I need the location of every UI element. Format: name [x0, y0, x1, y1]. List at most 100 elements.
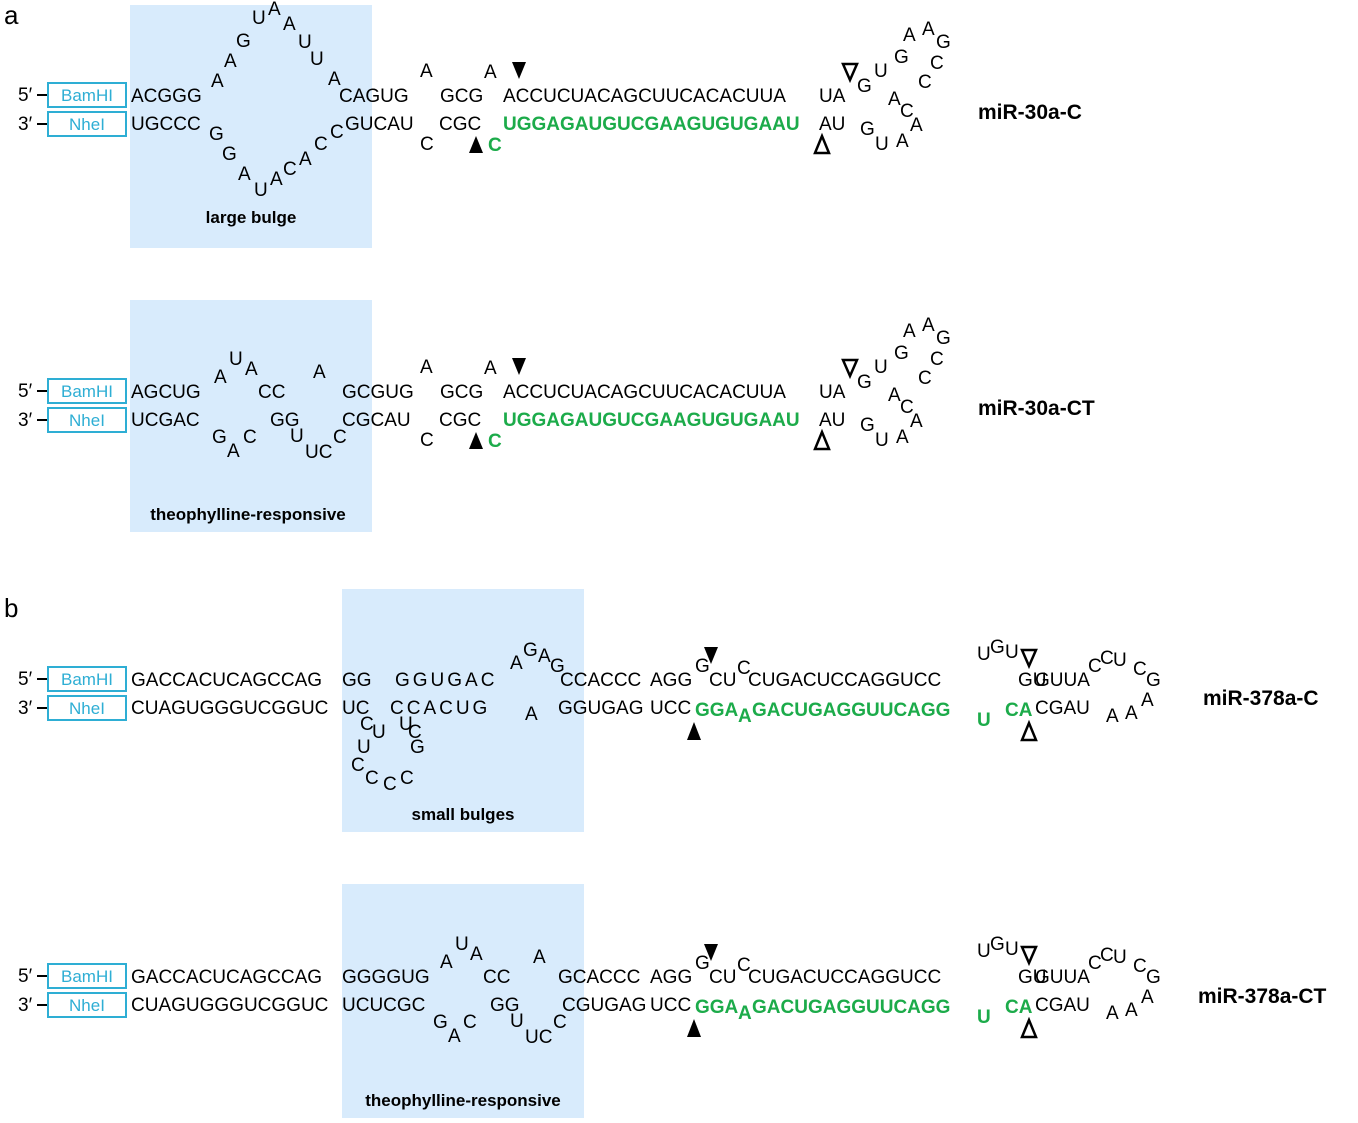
- pass-nt-2: GACUGAGGUUCAGG: [752, 997, 950, 1018]
- bottom-left-seq: UGCCC: [131, 114, 201, 135]
- guide-nt-5: G: [990, 934, 1005, 955]
- hairpin-nt-0: C: [1088, 953, 1102, 974]
- cleavage-site-filled: [704, 944, 718, 961]
- bot-loop-nt-5: C: [283, 159, 297, 180]
- bottom-inner-1: UC: [342, 698, 369, 719]
- hairpin-nt-5: G: [936, 328, 951, 349]
- guide-nt-0: G: [695, 953, 710, 974]
- pass-nt-1: A: [738, 1003, 752, 1024]
- pass-nt-4: CA: [1005, 997, 1033, 1018]
- highlight-box-a2: [130, 300, 372, 532]
- guide-nt-5: G: [990, 637, 1005, 658]
- bot-loop-nt-1: G: [222, 144, 237, 165]
- hairpin-nt-7: A: [1106, 1003, 1119, 1024]
- top-loop-nt-4: A: [533, 947, 546, 968]
- top-right-seq: CAGUG: [339, 86, 409, 107]
- bottom-right-seq: CGUGAG: [562, 995, 646, 1016]
- bot-loop-nt-1: A: [448, 1026, 461, 1047]
- cleavage-site-open: [1020, 648, 1038, 670]
- bamhi-label: BamHI: [61, 670, 113, 689]
- pass-nt-1: A: [738, 706, 752, 727]
- hairpin-nt-4: A: [922, 315, 935, 336]
- passenger-c: C: [488, 431, 502, 452]
- guide-nt-7: GU: [1018, 670, 1047, 691]
- hairpin-nt-8: A: [888, 385, 901, 406]
- hairpin-nt-4: G: [1146, 967, 1161, 988]
- end-bottom: CGAU: [1035, 995, 1090, 1016]
- hairpin-nt-4: G: [1146, 670, 1161, 691]
- hairpin-nt-5: A: [1141, 987, 1154, 1008]
- cleavage-site-open: [813, 428, 831, 451]
- hairpin-nt-7: C: [918, 72, 932, 93]
- five-prime-label: 5′: [18, 669, 33, 690]
- bot-loop-nt-8: C: [330, 122, 344, 143]
- pass-nt-0: GGA: [695, 997, 739, 1018]
- cleavage-site-filled: [469, 432, 483, 449]
- cleavage-site-filled: [469, 136, 483, 153]
- bot-loop-nt-4: U: [510, 1011, 524, 1032]
- cleavage-site-filled: [512, 358, 526, 375]
- hairpin-nt-10: A: [910, 411, 923, 432]
- bot-loop-nt-6: A: [299, 149, 312, 170]
- nhei-label: NheI: [69, 115, 105, 134]
- cleavage-site-filled: [512, 62, 526, 79]
- top-right-seq: GCGUG: [342, 382, 414, 403]
- stem-bottom: CGC: [439, 410, 481, 431]
- guide-nt-4: U: [977, 941, 991, 962]
- bot-loop-nt-3: U: [254, 180, 268, 201]
- guide-nt-6: U: [1005, 642, 1019, 663]
- hairpin-nt-12: U: [875, 134, 889, 155]
- top-loop-nt-3: G: [550, 656, 565, 677]
- passenger-c: C: [488, 135, 502, 156]
- construct-name: miR-378a-CT: [1198, 985, 1327, 1008]
- top-loop-nt-1: U: [229, 349, 243, 370]
- hairpin-nt-6: C: [930, 349, 944, 370]
- bamhi-label: BamHI: [61, 382, 113, 401]
- hairpin-nt-11: A: [896, 427, 909, 448]
- top-loop-nt-7: U: [310, 49, 324, 70]
- hairpin-nt-2: G: [894, 343, 909, 364]
- guide-nt-6: U: [1005, 939, 1019, 960]
- guide-nt-2: C: [737, 658, 751, 679]
- hairpin-nt-9: C: [900, 101, 914, 122]
- hairpin-nt-11: A: [896, 131, 909, 152]
- end-bottom: AU: [819, 114, 845, 135]
- bot-loop-nt-2: C: [463, 1012, 477, 1033]
- bot-loop-nt-6: C: [553, 1012, 567, 1033]
- hairpin-nt-1: C: [1100, 648, 1114, 669]
- bot-loop-nt-4: A: [270, 169, 283, 190]
- hairpin-nt-2: U: [1113, 947, 1127, 968]
- hairpin-nt-0: C: [1088, 656, 1102, 677]
- end-bottom: CGAU: [1035, 698, 1090, 719]
- construct-name: miR-30a-CT: [978, 397, 1095, 420]
- bot-loop-nt-4: U: [290, 426, 304, 447]
- bot-loop-nt-0: C: [360, 714, 374, 735]
- top-loop-nt-4: A: [268, 0, 281, 20]
- bot-loop-nt-5: UC: [525, 1027, 552, 1048]
- bottom-ucc: UCC: [650, 995, 691, 1016]
- hairpin-nt-3: A: [903, 25, 916, 46]
- top-left-seq: ACGGG: [131, 86, 202, 107]
- bot-loop-nt-5: UC: [305, 442, 332, 463]
- hairpin-nt-3: C: [1133, 956, 1147, 977]
- five-prime-label: 5′: [18, 966, 33, 987]
- bot-loop-nt-3: GG: [270, 410, 300, 431]
- bot-loop-nt-1: A: [227, 441, 240, 462]
- guide-nt-1: CU: [709, 967, 736, 988]
- panel-letter-b: b: [4, 593, 18, 623]
- box-label: theophylline-responsive: [150, 505, 346, 524]
- hairpin-nt-6: A: [1125, 1000, 1138, 1021]
- bot-loop-nt-6: C: [351, 755, 365, 776]
- bottom-left-seq: UCGAC: [131, 410, 200, 431]
- panel-letter-a: a: [4, 0, 19, 30]
- guide-nt-3: CUGACUCCAGGUCC: [748, 670, 941, 691]
- guide-nt-0: G: [695, 656, 710, 677]
